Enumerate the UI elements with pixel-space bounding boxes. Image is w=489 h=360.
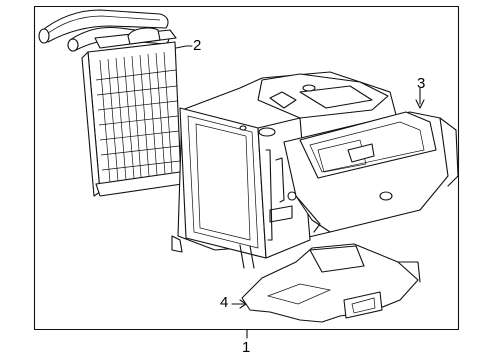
duct [231,243,421,323]
callout-leader-4 [231,299,247,309]
callout-label-assembly: 1 [242,339,251,356]
heater-core [38,9,187,197]
blower-housing [283,87,459,233]
callout-label-heater-core: 2 [193,37,202,54]
callout-label-blower-housing: 3 [417,75,426,92]
callout-leader-3 [415,87,425,109]
diagram-frame [33,5,460,331]
callout-label-duct: 4 [220,294,229,311]
